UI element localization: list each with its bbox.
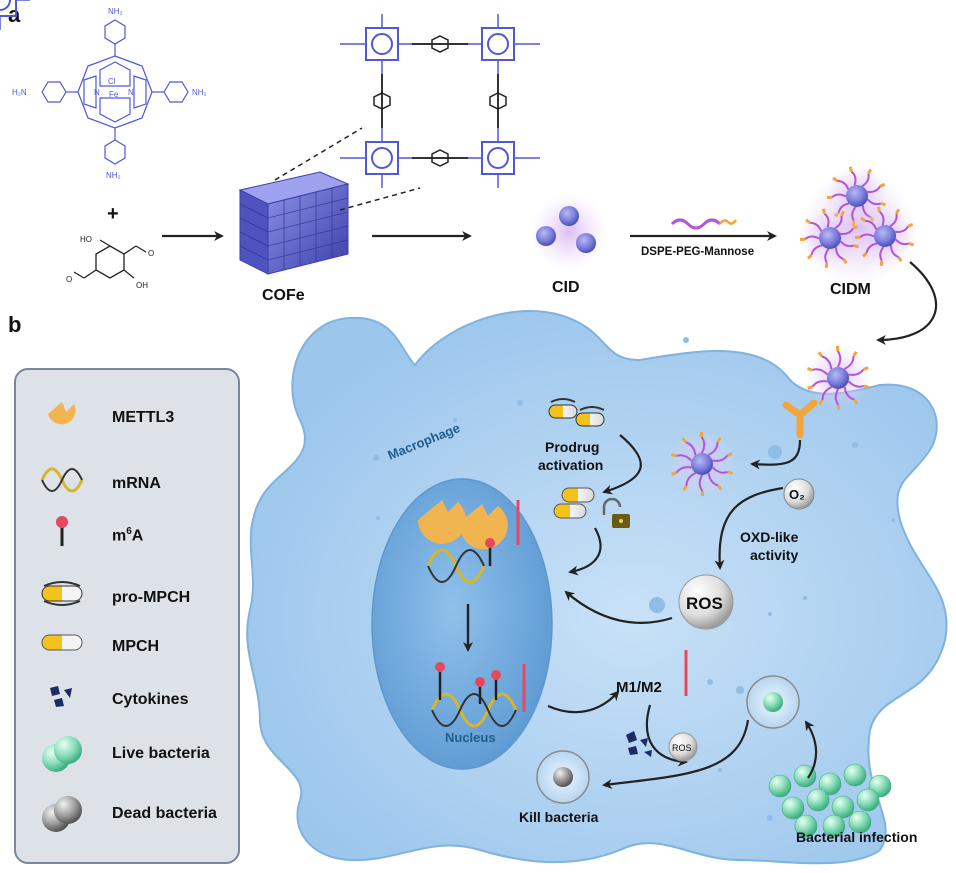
arrow-cidm-to-cell: [876, 261, 938, 345]
legend-item-label: MPCH: [112, 638, 160, 655]
arrow-mpch-to-nucleus: [568, 527, 602, 576]
legend-item-label: Dead bacteria: [112, 805, 217, 822]
porphyrin-iron: Fe: [109, 90, 119, 99]
arrow-to-m1m2: [547, 690, 620, 714]
aldehyde-o-top: O: [148, 249, 154, 258]
plus-sign: +: [107, 203, 119, 225]
legend-item: m6A: [38, 514, 143, 558]
phagosome-dead-bacterium: [553, 767, 573, 787]
cofe-label: COFe: [262, 287, 305, 304]
mpch-capsules: [553, 487, 595, 519]
legend-item-label: pro-MPCH: [112, 589, 191, 606]
mannose-receptor-icon: [782, 399, 818, 439]
reagent-label: DSPE-PEG-Mannose: [641, 246, 754, 258]
legend-item-label: Cytokines: [112, 691, 189, 708]
cof-framework-structure: [0, 0, 540, 189]
porphyrin-amine-left: H₂N: [12, 88, 27, 97]
oxygen-bubble: [783, 478, 815, 510]
porphyrin-chloride: Cl: [108, 77, 116, 86]
porphyrin-amine-top: NH₂: [108, 7, 123, 16]
cytoplasm-vesicles: [373, 337, 895, 821]
hydroxyl-top: HO: [80, 235, 92, 244]
panel-a-label: a: [8, 2, 21, 27]
m1m2-label: M1/M2: [616, 679, 662, 696]
arrow-oxd-activity: [714, 486, 784, 570]
arrow-kill-bacteria: [602, 719, 750, 790]
cid-nanoparticles: [531, 194, 607, 270]
legend-item-superscript: 6: [126, 526, 132, 538]
unlocked-padlock-icon: [602, 497, 630, 528]
cytokines-cluster: [626, 731, 652, 757]
panel-b-label: b: [8, 312, 21, 337]
cidm-label: CIDM: [830, 281, 871, 298]
legend-item: Cytokines: [38, 678, 188, 722]
legend-item: MPCH: [38, 625, 159, 669]
legend-item-label: m6A: [112, 526, 144, 545]
bacterial-infection-label: Bacterial infection: [796, 829, 917, 845]
m6a-modified-mrna: [430, 662, 518, 728]
bacterial-infection-cluster: [768, 763, 892, 838]
legend-item-label: METTL3: [112, 409, 175, 426]
ros-label: ROS: [686, 594, 723, 613]
hydroxyl-bottom: OH: [136, 281, 148, 290]
aldehyde-o-bottom: O: [66, 275, 72, 284]
phagosome-live-bacterium: [763, 692, 783, 712]
legend-item-label: Live bacteria: [112, 745, 210, 762]
legend-item: METTL3: [38, 396, 174, 440]
ros-small-bubble: [668, 732, 698, 762]
cidm-binding-receptor: [805, 345, 871, 411]
prodrug-label-line2: activation: [538, 457, 603, 473]
peg-chain-icon: [670, 218, 722, 230]
legend-item: mRNA: [38, 462, 161, 506]
arrow-internalization: [750, 439, 802, 470]
legend-item: pro-MPCH: [38, 576, 190, 620]
legend-item-label: mRNA: [112, 475, 161, 492]
porphyrin-amine-bottom: NH₂: [106, 171, 121, 180]
porphyrin-n-right: N: [128, 88, 134, 97]
kill-bacteria-label: Kill bacteria: [519, 809, 599, 825]
ros-small-label: ROS: [672, 743, 692, 753]
prodrug-label-line1: Prodrug: [545, 439, 599, 455]
oxygen-label: O₂: [789, 487, 805, 502]
dialdehyde-structure: O HO O OH: [66, 235, 154, 290]
mettl3-complex: [418, 500, 508, 584]
arrow-infection-uptake: [804, 720, 818, 779]
arrow-m1m2-down: [645, 704, 688, 767]
arrow-ros-to-nucleus: [564, 590, 673, 624]
ros-bubble: [678, 574, 734, 630]
porphyrin-n-left: N: [94, 88, 100, 97]
oxd-label-line2: activity: [750, 547, 798, 563]
oxd-label-line1: OXD-like: [740, 529, 799, 545]
legend-item: Live bacteria: [38, 732, 210, 776]
zoom-line-top: [274, 127, 363, 181]
nucleus-label: Nucleus: [445, 730, 496, 745]
porphyrin-amine-right: NH₂: [192, 88, 207, 97]
cid-label: CID: [552, 279, 580, 296]
cofe-cube: [238, 171, 350, 275]
zoom-line-bottom: [339, 187, 421, 211]
mannose-tail-icon: [718, 219, 738, 225]
pro-mpch-molecules: [548, 398, 605, 427]
cidm-nanoparticles: [799, 165, 916, 286]
legend-item: Dead bacteria: [38, 792, 217, 836]
cidm-internalized: [669, 431, 735, 497]
porphyrin-structure: NH₂ H₂N NH₂ NH₂ Cl Fe N N: [12, 7, 207, 180]
arrow-prodrug-activation: [602, 434, 642, 495]
